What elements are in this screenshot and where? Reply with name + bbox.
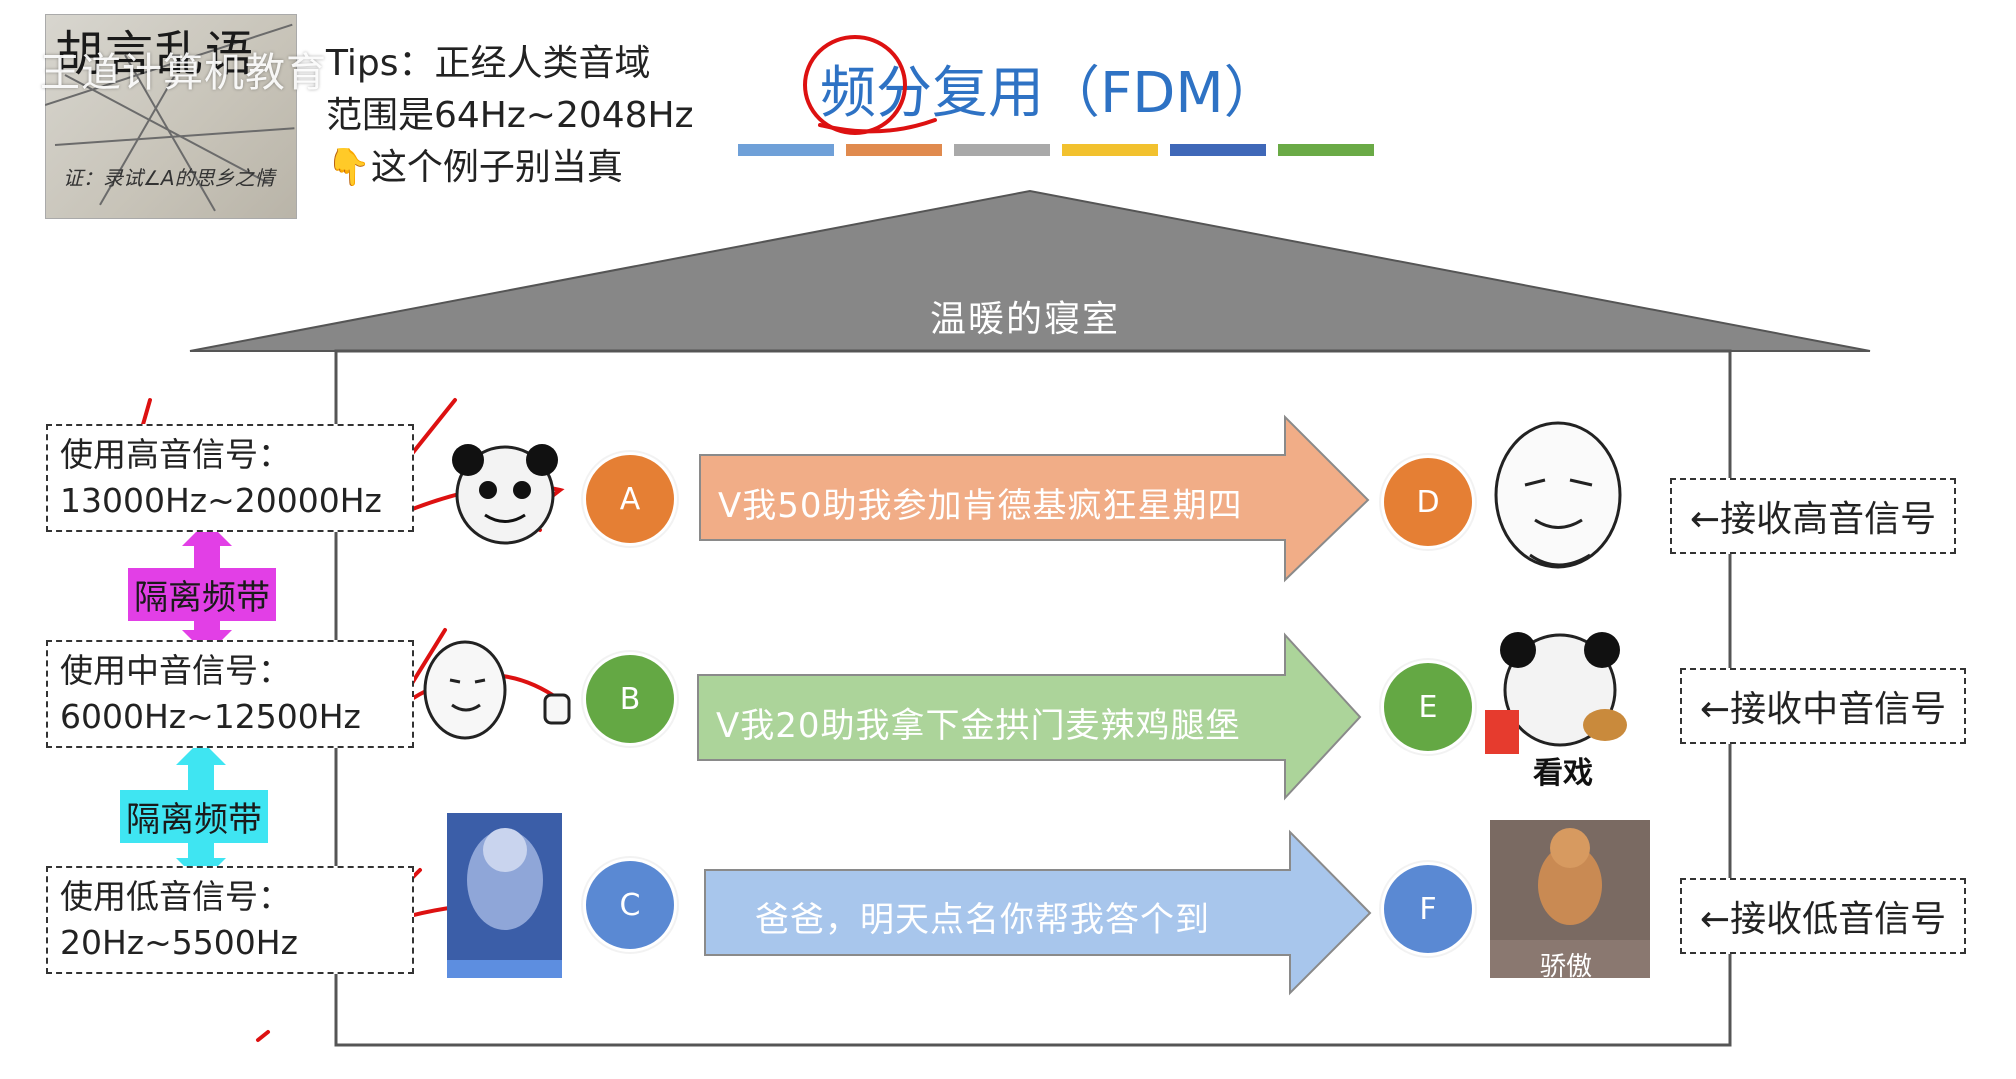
receiver-high: ←接收高音信号 <box>1670 478 1957 554</box>
guard-band-label-1: 隔离频带 <box>128 568 276 621</box>
thumbnail-image: 胡言乱语 证：录试∠A的思乡之情 <box>45 14 297 219</box>
sender-range: 20Hz~5500Hz <box>60 923 298 962</box>
watermark: 王道计算机教育 <box>40 50 327 96</box>
guard-band-label-2: 隔离频带 <box>120 790 268 843</box>
meme-panda-a <box>452 444 558 545</box>
thumbnail-note: 证：录试∠A的思乡之情 <box>63 166 275 190</box>
tips-line-3: 👇这个例子别当真 <box>326 147 623 188</box>
node-e: E <box>1381 660 1475 754</box>
sender-box-high: 使用高音信号： 13000Hz~20000Hz <box>46 424 414 532</box>
thumbnail-title: 胡言乱语 <box>55 26 256 82</box>
roof-label: 温暖的寝室 <box>930 299 1121 340</box>
node-d: D <box>1381 455 1475 549</box>
channel-arrow-3 <box>704 829 1372 996</box>
meme-jerry-f <box>1490 820 1650 978</box>
tips-line-2: 范围是64Hz~2048Hz <box>326 95 694 136</box>
title-color-bar <box>954 144 1050 156</box>
sender-label: 使用高音信号： <box>60 435 291 474</box>
title-color-bar <box>1278 144 1374 156</box>
sender-box-mid: 使用中音信号： 6000Hz~12500Hz <box>46 640 414 748</box>
channel-arrow-2 <box>697 632 1362 801</box>
title-color-bar <box>846 144 942 156</box>
meme-tom-c <box>447 813 562 978</box>
tips-text: Tips：正经人类音域 范围是64Hz~2048Hz 👇这个例子别当真 <box>326 38 694 194</box>
node-b: B <box>583 652 677 746</box>
channel-arrow-1 <box>699 414 1370 583</box>
tips-line-1: Tips：正经人类音域 <box>326 43 651 84</box>
message-3: 爸爸，明天点名你帮我答个到 <box>755 900 1210 940</box>
meme-f-caption: 骄傲 <box>1540 952 1593 982</box>
title-color-bar <box>1170 144 1266 156</box>
sender-range: 6000Hz~12500Hz <box>60 697 361 736</box>
receiver-low: ←接收低音信号 <box>1680 878 1967 954</box>
meme-face-d <box>1494 421 1622 569</box>
sender-range: 13000Hz~20000Hz <box>60 481 382 520</box>
sender-label: 使用中音信号： <box>60 651 291 690</box>
meme-panda-e <box>1485 632 1627 754</box>
node-a: A <box>583 452 677 546</box>
node-f: F <box>1381 862 1475 956</box>
message-1: V我50助我参加肯德基疯狂星期四 <box>718 486 1243 526</box>
meme-face-b <box>423 640 571 740</box>
title-color-bar <box>738 144 834 156</box>
node-c: C <box>583 858 677 952</box>
page-title: 频分复用（FDM） <box>820 61 1280 126</box>
meme-e-caption: 看戏 <box>1533 756 1593 791</box>
message-2: V我20助我拿下金拱门麦辣鸡腿堡 <box>716 706 1241 746</box>
receiver-mid: ←接收中音信号 <box>1680 668 1967 744</box>
sender-box-low: 使用低音信号： 20Hz~5500Hz <box>46 866 414 974</box>
title-color-bar <box>1062 144 1158 156</box>
sender-label: 使用低音信号： <box>60 877 291 916</box>
